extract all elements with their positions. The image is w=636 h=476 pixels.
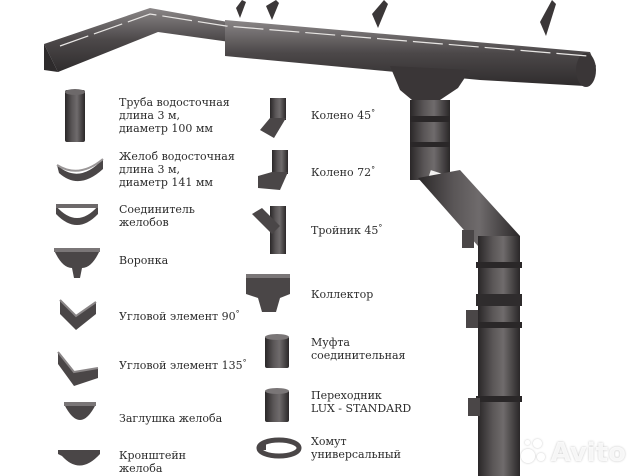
adapter-icon (265, 388, 289, 422)
label-coupling: Муфта соединительная (311, 336, 406, 362)
collector-icon (246, 274, 290, 312)
label-gutter: Желоб водосточная длина 3 м, диаметр 141… (119, 150, 235, 189)
corner-90-icon (59, 299, 97, 330)
label-clamp: Хомут универсальный (311, 435, 401, 461)
downpipe-icon (65, 89, 85, 142)
label-elbow-45: Колено 45° (311, 108, 376, 122)
funnel-icon (54, 248, 100, 278)
label-corner-90: Угловой элемент 90° (119, 309, 240, 323)
tee-45-icon (252, 206, 286, 254)
corner-135-icon (57, 351, 99, 386)
clamp-icon (256, 437, 302, 459)
avito-watermark: Avito (519, 437, 626, 468)
label-tee-45: Тройник 45° (311, 223, 383, 237)
gutter-cap-icon (64, 402, 96, 420)
label-gutter-bracket: Кронштейн желоба (119, 449, 186, 475)
gutter-connector-icon (56, 204, 98, 225)
label-adapter: Переходник LUX - STANDARD (311, 389, 412, 415)
label-corner-135: Угловой элемент 135° (119, 358, 247, 372)
label-collector: Коллектор (311, 288, 374, 301)
elbow-45-icon (260, 98, 286, 138)
gutter-icon (56, 158, 104, 182)
avito-logo-icon (519, 437, 547, 465)
label-gutter-cap: Заглушка желоба (119, 412, 223, 425)
coupling-icon (265, 334, 289, 368)
label-funnel: Воронка (119, 254, 169, 267)
gutter-bracket-icon (58, 450, 100, 466)
label-downpipe: Труба водосточная длина 3 м, диаметр 100… (119, 96, 230, 135)
label-gutter-connector: Соединитель желобов (119, 203, 195, 229)
elbow-72-icon (258, 150, 288, 190)
label-elbow-72: Колено 72° (311, 165, 376, 179)
